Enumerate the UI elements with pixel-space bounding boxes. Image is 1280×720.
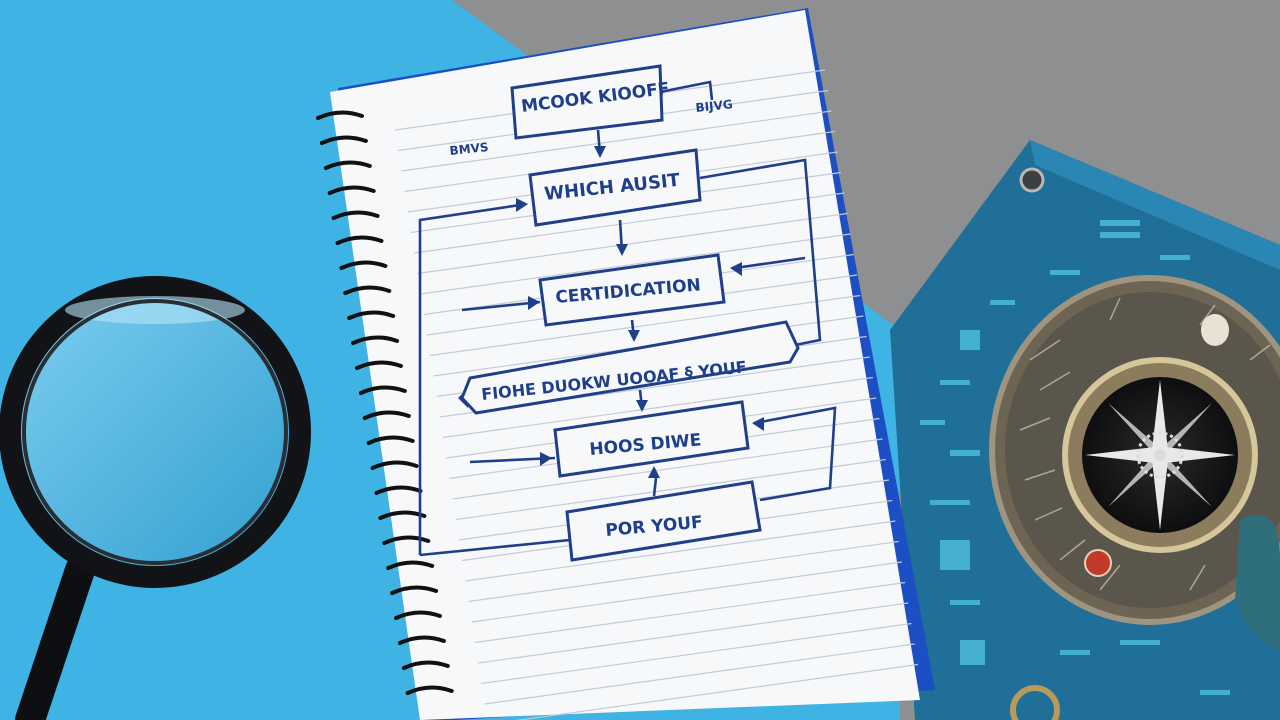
- flowchart-box: CERTIDICATION: [538, 253, 726, 327]
- flowchart-box: HOOS DIWE: [553, 400, 750, 478]
- spiral-ring: [327, 185, 376, 195]
- spiral-ring: [397, 635, 446, 645]
- spiral-ring: [405, 685, 454, 695]
- spiral-ring: [370, 460, 419, 470]
- spiral-ring: [319, 135, 368, 145]
- flowchart-box: FIOHE DUOKW UOOAF § YOUF: [460, 320, 800, 415]
- spiral-ring: [358, 385, 407, 395]
- mount-hole: [1019, 167, 1045, 193]
- ruled-line: [468, 540, 899, 603]
- ruled-line: [401, 110, 832, 172]
- spiral-ring: [323, 160, 372, 170]
- spiral-ring: [316, 110, 364, 120]
- ruled-line: [481, 622, 912, 685]
- spiral-ring: [355, 360, 403, 370]
- compass-red-jewel: [1084, 549, 1112, 577]
- ruled-line: [471, 561, 902, 623]
- spiral-ring: [374, 485, 423, 495]
- ruled-line: [515, 663, 918, 720]
- ruled-line: [442, 376, 874, 439]
- ruled-line: [452, 438, 883, 500]
- spiral-ring: [390, 585, 439, 595]
- ruled-line: [430, 294, 861, 357]
- ruled-line: [484, 643, 915, 705]
- magnifier-lens: [0, 276, 311, 588]
- ruled-line: [455, 458, 886, 521]
- flowchart-box: POR YOUF: [565, 480, 762, 562]
- side-label: BIJVG: [695, 97, 733, 115]
- compass-rose-icon: [1085, 380, 1235, 530]
- ruled-line: [414, 192, 845, 254]
- magnifying-glass: [0, 276, 311, 720]
- compass: [989, 275, 1280, 650]
- spiral-ring: [347, 310, 396, 320]
- spiral-ring: [386, 560, 435, 570]
- ruled-line: [417, 212, 848, 275]
- spiral-ring: [343, 285, 392, 295]
- spiral-ring: [339, 260, 388, 270]
- ruled-line: [465, 520, 896, 582]
- notebook-spiral: [316, 110, 454, 695]
- side-label: BMVS: [449, 140, 489, 158]
- ruled-line: [420, 233, 851, 295]
- spiral-ring: [382, 535, 431, 545]
- spiral-ring: [394, 610, 442, 620]
- spiral-ring: [351, 335, 400, 345]
- ruled-line: [478, 602, 909, 664]
- spiral-ring: [331, 210, 380, 220]
- flowchart-box: WHICH AUSIT: [528, 148, 702, 227]
- spiral-ring: [401, 660, 450, 670]
- flowchart-box: MCOOK KIOOFF: [510, 64, 671, 140]
- flowchart-arrowheads: [458, 102, 764, 478]
- spiral-ring: [362, 410, 411, 420]
- ruled-line: [474, 581, 906, 644]
- magnifier-handle: [15, 555, 95, 720]
- spiral-ring: [366, 435, 415, 445]
- spiral-ring: [335, 235, 384, 245]
